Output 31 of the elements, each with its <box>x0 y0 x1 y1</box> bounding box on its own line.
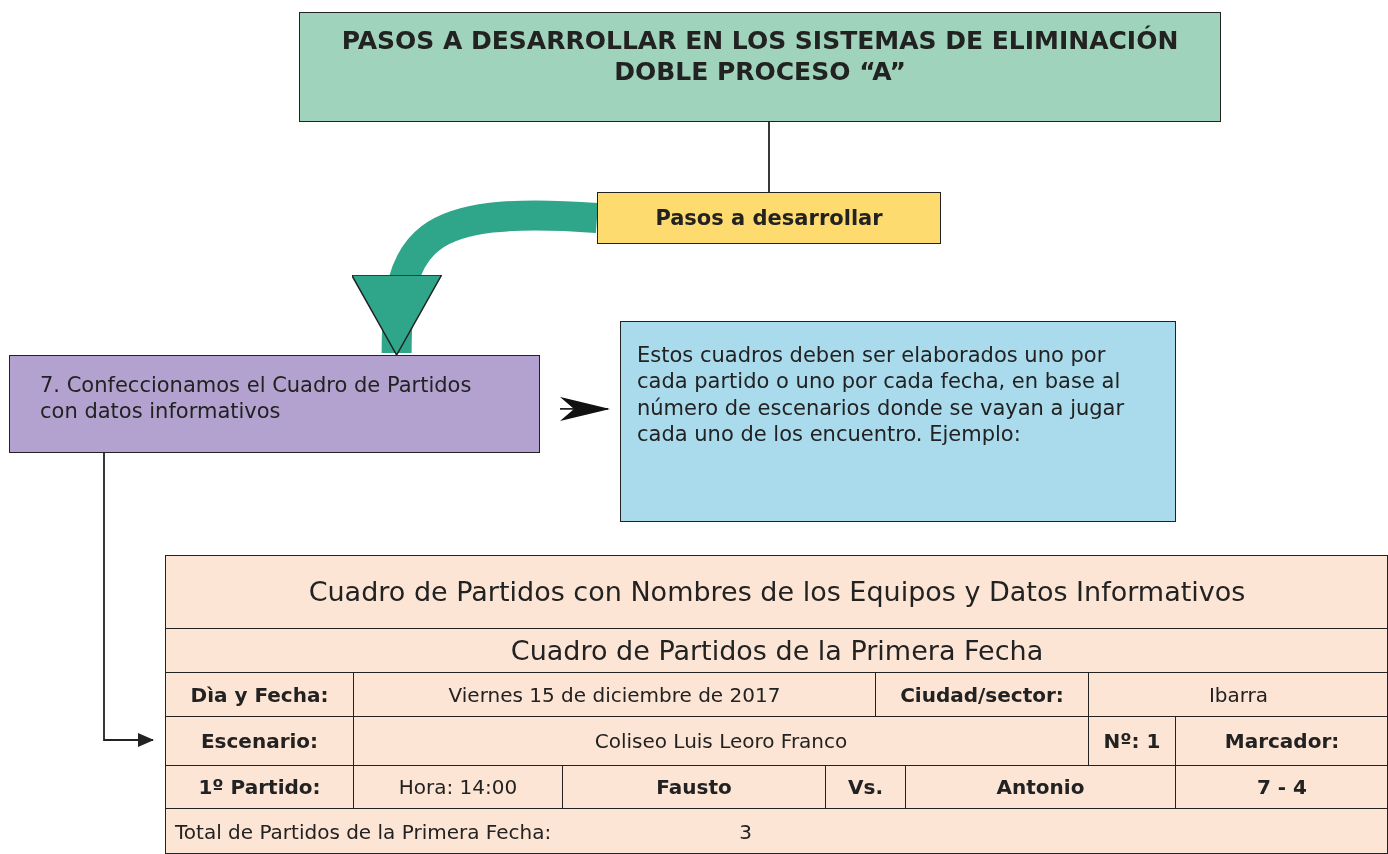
note-box <box>620 321 1176 522</box>
table-text: Coliseo Luis Leoro Franco <box>594 729 848 753</box>
curved-arrow <box>352 200 598 356</box>
elbow-arrow <box>103 452 154 747</box>
table-text: Vs. <box>848 775 883 799</box>
table-text: Hora: 14:00 <box>398 775 518 799</box>
table-text: Antonio <box>996 775 1085 799</box>
table-text: Fausto <box>656 775 732 799</box>
match-table <box>165 555 1388 854</box>
table-text: 3 <box>739 820 752 844</box>
row-header: Ciudad/sector: <box>900 682 1064 707</box>
row-header: Escenario: <box>200 729 319 753</box>
step-box <box>597 192 941 244</box>
title-text: PASOS A DESARROLLAR EN LOS SISTEMAS DE ELIMINACIÓN DOBLE PROCESO “A” <box>340 25 1180 88</box>
connector-line <box>768 121 770 193</box>
step-text: Pasos a desarrollar <box>654 205 884 232</box>
row-header: Dìa y Fecha: <box>190 682 329 707</box>
table-text: Total de Partidos de la Primera Fecha: <box>175 820 552 844</box>
table-text: 7 - 4 <box>1256 775 1308 799</box>
step-box <box>9 355 540 453</box>
note-text: Estos cuadros deben ser elaborados uno por cada partido o uno por cada fecha, en base al número de escenarios donde se vayan a jugar cada uno de los encuentro. Ejemplo: <box>637 342 1126 447</box>
pointer-arrow <box>559 396 610 421</box>
row-header: Marcador: <box>1224 729 1340 753</box>
row-header: Nº: 1 <box>1103 729 1161 753</box>
step-text: 7. Confeccionamos el Cuadro de Partidos con datos informativos <box>40 372 473 425</box>
table-subtitle: Cuadro de Partidos de la Primera Fecha <box>510 634 1044 666</box>
table-text: Ibarra <box>1208 682 1269 707</box>
row-header: 1º Partido: <box>198 775 321 799</box>
table-title: Cuadro de Partidos con Nombres de los Equipos y Datos Informativos <box>308 576 1246 607</box>
table-text: Viernes 15 de diciembre de 2017 <box>448 682 781 707</box>
title-box <box>299 12 1221 122</box>
